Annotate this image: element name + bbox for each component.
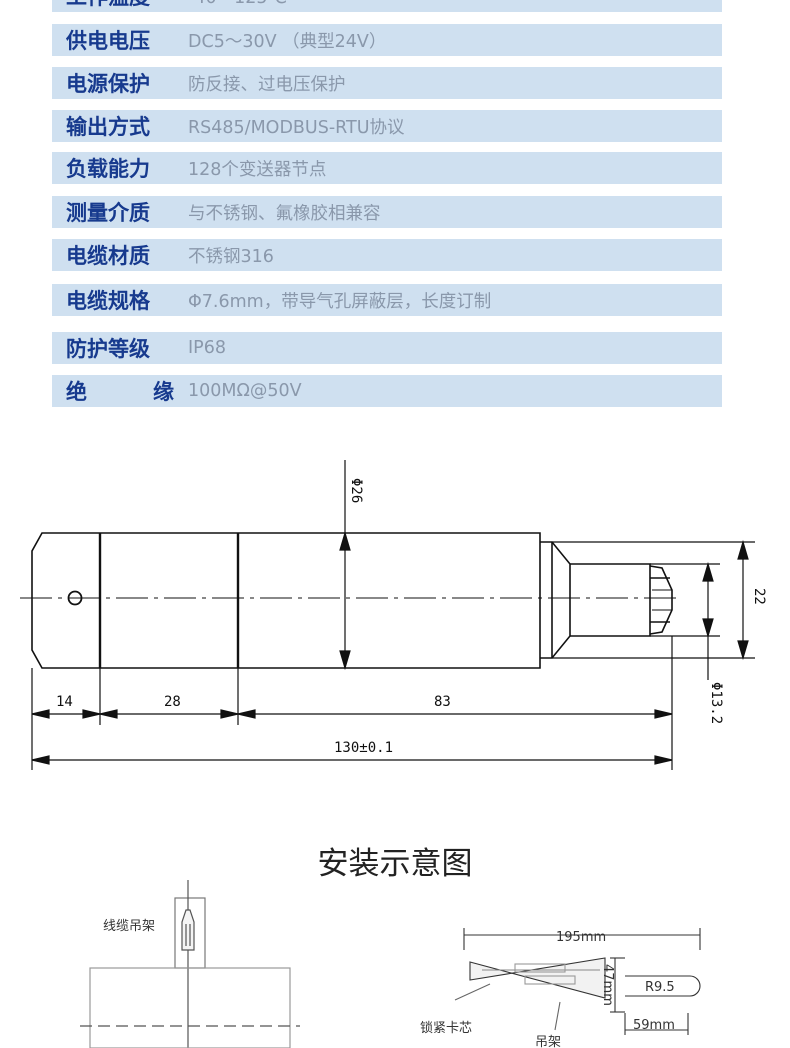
spec-value: 防反接、过电压保护 [188,74,346,95]
spec-value: 100MΩ@50V [188,381,302,401]
spec-row-cable-spec: 电缆规格 Φ7.6mm，带导气孔屏蔽层，长度订制 [52,284,722,316]
spec-row-power-protection: 电源保护 防反接、过电压保护 [52,67,722,99]
dim-47mm: 47mm [600,964,615,1006]
spec-row-load-capacity: 负载能力 128个变送器节点 [52,152,722,184]
label-cable-hanger: 线缆吊架 [103,918,155,934]
spec-key: 测量介质 [66,201,150,225]
spec-value: Φ7.6mm，带导气孔屏蔽层，长度订制 [188,291,492,312]
spec-value: 不锈钢316 [188,246,274,267]
spec-row-working-temp: 工作温度 -40～125℃ [52,0,722,12]
spec-row-protection-grade: 防护等级 IP68 [52,332,722,364]
dim-total: 130±0.1 [334,740,393,756]
spec-value: 与不锈钢、氟橡胶相兼容 [188,203,381,224]
spec-value: RS485/MODBUS-RTU协议 [188,117,405,138]
spec-value: 128个变送器节点 [188,159,327,180]
spec-key-char: 缘 [153,380,174,404]
dim-small-diameter: Φ13.2 [708,682,724,724]
dim-195mm: 195mm [556,930,606,945]
spec-key: 防护等级 [66,337,150,361]
dim-14: 14 [56,694,73,710]
spec-key: 电源保护 [66,72,150,96]
install-title: 安装示意图 [317,846,473,882]
spec-key: 输出方式 [66,115,150,139]
sensor-dimension-drawing: Φ26 22 Φ13.2 14 28 83 130±0.1 [20,460,767,770]
spec-key: 供电电压 [66,29,150,53]
spec-value: DC5～30V （典型24V） [188,31,387,52]
spec-key: 负载能力 [66,157,150,181]
spec-row-insulation: 绝 缘 100MΩ@50V [52,375,722,407]
dim-83: 83 [434,694,451,710]
dim-diameter-26: Φ26 [348,478,364,503]
spec-value: IP68 [188,338,226,358]
spec-row-cable-material: 电缆材质 不锈钢316 [52,239,722,271]
label-lock-core: 锁紧卡芯 [420,1020,472,1036]
spec-key-char: 绝 [66,380,87,404]
spec-row-supply-voltage: 供电电压 DC5～30V （典型24V） [52,24,722,56]
spec-row-medium: 测量介质 与不锈钢、氟橡胶相兼容 [52,196,722,228]
dim-r95: R9.5 [645,980,675,995]
dim-59mm: 59mm [633,1018,675,1033]
install-diagram: 线缆吊架 195mm 47mm R9.5 59mm 锁紧卡芯 吊架 [80,880,701,1048]
spec-row-output-mode: 输出方式 RS485/MODBUS-RTU协议 [52,110,722,142]
dim-right-22: 22 [751,588,767,605]
spec-key: 电缆材质 [66,244,150,268]
label-hanger: 吊架 [535,1035,561,1048]
spec-key: 电缆规格 [66,289,150,313]
dim-28: 28 [164,694,181,710]
spec-key: 工作温度 [52,0,188,11]
spec-key: 绝 缘 [52,376,174,406]
spec-value: -40～125℃ [188,0,287,9]
